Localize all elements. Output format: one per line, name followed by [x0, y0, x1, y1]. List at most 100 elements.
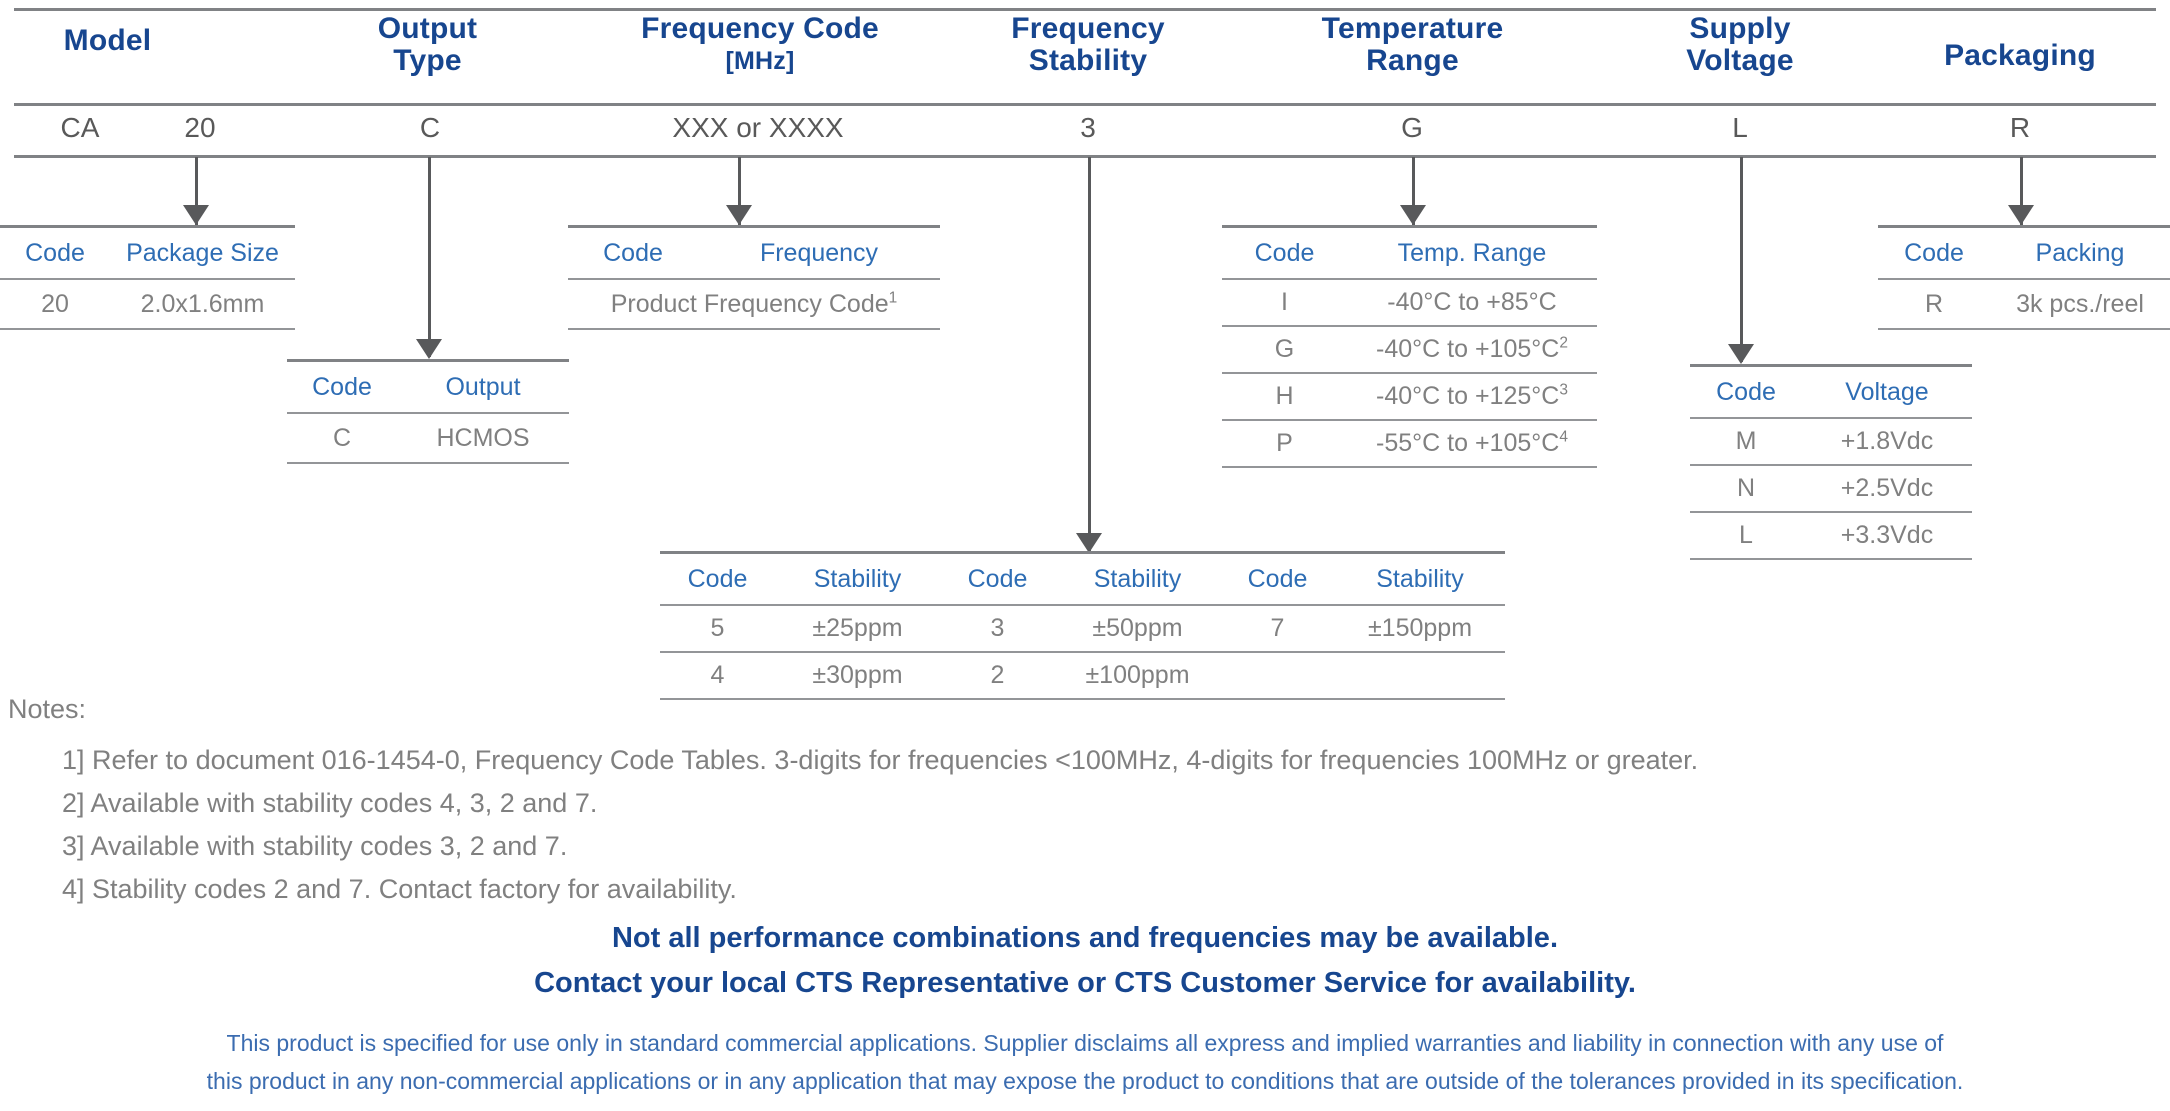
voltage-cell-code: N	[1736, 474, 1756, 502]
table-row: R 3k pcs./reel	[1878, 280, 2170, 328]
table-row: Product Frequency Code1	[568, 280, 940, 328]
stability-cell-value: ±150ppm	[1367, 614, 1473, 642]
header-label-frequency-code-line2: [MHz]	[725, 47, 795, 75]
temperature-cell-range: -55°C to +105°C4	[1347, 429, 1597, 458]
packing-rule-mid	[1878, 278, 2170, 280]
stability-cell-code: 7	[1270, 614, 1285, 642]
table-frequency: Code Frequency Product Frequency Code1	[568, 225, 940, 330]
stability-cell-code: 2	[990, 661, 1005, 689]
connector-arrow-temperature	[1400, 205, 1426, 225]
package-cell-size: 2.0x1.6mm	[140, 289, 265, 318]
code-model-prefix: CA	[60, 112, 100, 143]
disclaimer-line-2: this product in any non-commercial appli…	[206, 1068, 1964, 1094]
header-label-frequency-stability-line2: Stability	[1028, 44, 1148, 77]
temperature-header-code: Code	[1254, 238, 1315, 267]
stability-rule-r0	[660, 604, 1505, 606]
temperature-cell-range-text: -55°C to +105°C	[1376, 429, 1560, 457]
output-cell-code: C	[332, 423, 352, 452]
temperature-cell-range-footnote: 3	[1559, 381, 1568, 399]
stability-header-row: Code Stability Code Stability Code Stabi…	[660, 554, 1505, 604]
emphasis-line-1: Not all performance combinations and fre…	[611, 922, 1558, 954]
table-row: C HCMOS	[287, 414, 569, 462]
connector-line-stability	[1088, 157, 1091, 551]
frequency-header-code: Code	[603, 238, 663, 267]
package-header-code: Code	[25, 238, 85, 267]
output-rule-mid	[287, 412, 569, 414]
header-label-model-line1: Model	[63, 24, 152, 57]
voltage-cell-code: M	[1735, 427, 1757, 455]
connector-line-voltage	[1740, 157, 1743, 362]
stability-header-stability-2: Stability	[1093, 564, 1182, 593]
package-rule-mid	[0, 278, 295, 280]
disclaimer-line-1: This product is specified for use only i…	[226, 1030, 1944, 1056]
frequency-cell-span-footnote: 1	[888, 289, 898, 307]
stability-rule-bottom	[660, 698, 1505, 700]
temperature-cell-range-text: -40°C to +105°C	[1376, 335, 1560, 363]
header-mid-rule	[14, 103, 2156, 106]
notes-title: Notes:	[8, 694, 87, 724]
temperature-rule-r3	[1222, 419, 1597, 421]
connector-arrow-frequency	[726, 205, 752, 225]
temperature-cell-code: H	[1275, 382, 1294, 410]
voltage-cell-voltage: +2.5Vdc	[1840, 474, 1934, 502]
voltage-rule-bottom	[1690, 558, 1972, 560]
voltage-rule-r2	[1690, 511, 1972, 513]
temperature-rule-r1	[1222, 325, 1597, 327]
header-label-temperature-range-line1: Temperature	[1321, 12, 1504, 45]
note-item-3: 3] Available with stability codes 3, 2 a…	[62, 831, 568, 861]
stability-cell-code: 3	[990, 614, 1005, 642]
code-voltage: L	[1732, 112, 1748, 143]
table-row: 20 2.0x1.6mm	[0, 280, 295, 328]
packing-header-code: Code	[1904, 238, 1964, 267]
packing-rule-top	[1878, 225, 2170, 228]
packing-header-packing: Packing	[2035, 238, 2125, 267]
package-header-row: Code Package Size	[0, 228, 295, 278]
temperature-header-row: Code Temp. Range	[1222, 228, 1597, 278]
stability-header-stability-3: Stability	[1376, 564, 1464, 593]
package-header-size: Package Size	[126, 238, 279, 267]
output-header-code: Code	[312, 372, 372, 401]
code-output-type: C	[419, 112, 441, 143]
table-package-size: Code Package Size 20 2.0x1.6mm	[0, 225, 295, 330]
header-bottom-rule	[14, 155, 2156, 158]
temperature-cell-code: I	[1281, 288, 1288, 316]
stability-rule-r1	[660, 651, 1505, 653]
output-rule-bottom	[287, 462, 569, 464]
header-label-output-type: Output Type	[320, 13, 535, 77]
header-label-frequency-code: Frequency Code [MHz]	[600, 13, 920, 77]
header-label-supply-voltage-line2: Voltage	[1686, 44, 1794, 77]
header-label-frequency-stability: Frequency Stability	[960, 13, 1216, 77]
temperature-cell-range-text: -40°C to +125°C	[1376, 382, 1560, 410]
connector-line-package	[195, 157, 198, 225]
frequency-header-frequency: Frequency	[759, 238, 879, 267]
packing-cell-code: R	[1924, 289, 1944, 318]
temperature-cell-range-footnote: 2	[1559, 334, 1568, 352]
table-row: 4 ±30ppm 2 ±100ppm	[660, 653, 1505, 698]
frequency-rule-mid	[568, 278, 940, 280]
voltage-header-row: Code Voltage	[1690, 367, 1972, 417]
stability-cell-code: 4	[710, 661, 725, 689]
temperature-cell-range-text: -40°C to +85°C	[1387, 288, 1557, 316]
header-label-output-type-line2: Type	[393, 44, 462, 77]
emphasis-line-2: Contact your local CTS Representative or…	[534, 967, 1636, 999]
note-item-2: 2] Available with stability codes 4, 3, …	[62, 788, 598, 818]
header-top-rule	[14, 8, 2156, 11]
temperature-rule-bottom	[1222, 466, 1597, 468]
packing-header-row: Code Packing	[1878, 228, 2170, 278]
table-output: Code Output C HCMOS	[287, 359, 569, 464]
table-row: L +3.3Vdc	[1690, 513, 1972, 558]
temperature-cell-range: -40°C to +85°C	[1347, 288, 1597, 317]
voltage-header-code: Code	[1716, 377, 1776, 406]
table-row: H -40°C to +125°C3	[1222, 374, 1597, 419]
stability-header-code-3: Code	[1247, 564, 1308, 593]
table-temperature-range: Code Temp. Range I -40°C to +85°C G -40°…	[1222, 225, 1597, 468]
voltage-rule-r1	[1690, 464, 1972, 466]
stability-cell-code: 5	[710, 614, 725, 642]
voltage-rule-r0	[1690, 417, 1972, 419]
temperature-rule-r0	[1222, 278, 1597, 280]
header-label-frequency-code-line1: Frequency Code	[641, 12, 879, 45]
table-row: P -55°C to +105°C4	[1222, 421, 1597, 466]
code-package-size: 20	[184, 112, 216, 143]
header-label-supply-voltage-line1: Supply	[1689, 12, 1791, 45]
